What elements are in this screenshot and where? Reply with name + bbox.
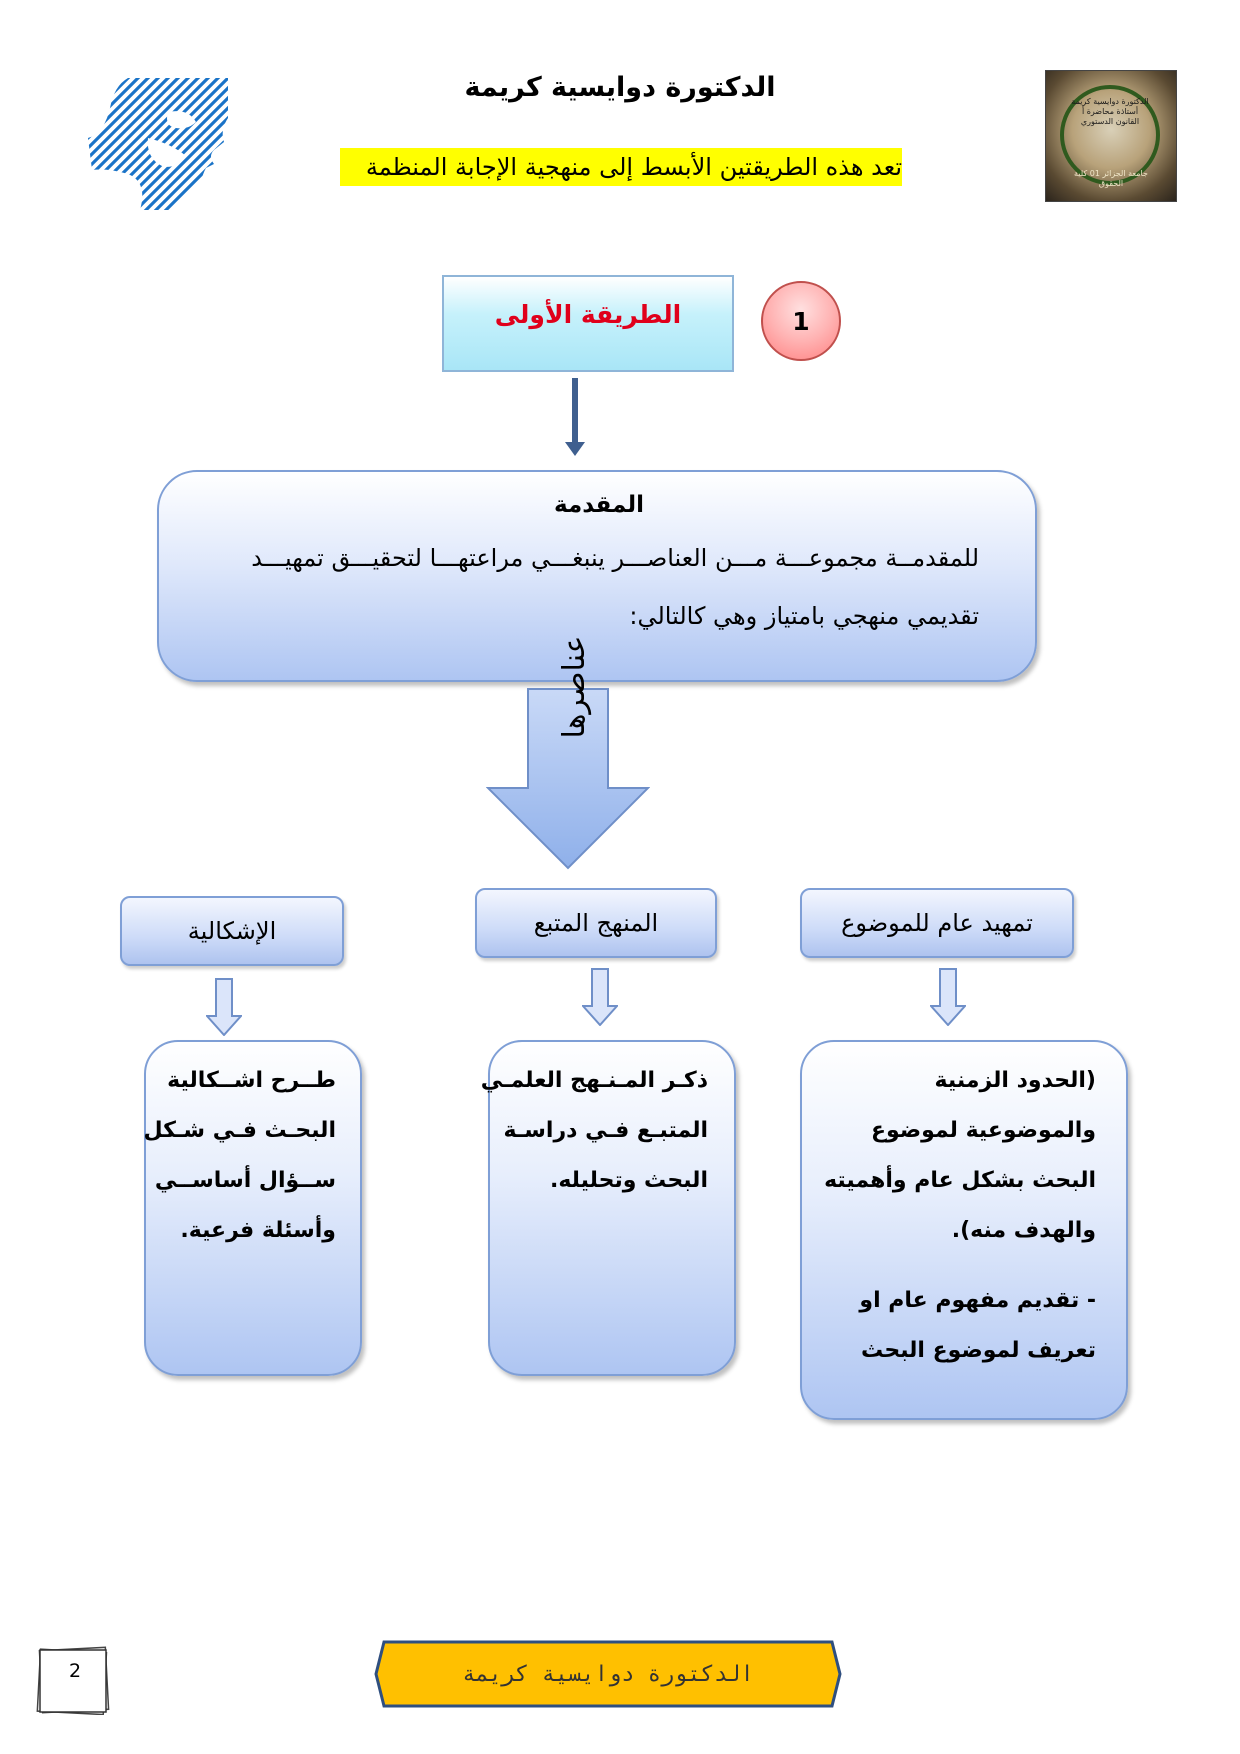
method-number-circle: 1 <box>761 281 841 361</box>
detail-line: والهدف منه). <box>952 1218 1096 1243</box>
subtitle-highlight: تعد هذه الطريقتين الأبسط إلى منهجية الإج… <box>340 148 902 186</box>
intro-title: المقدمة <box>159 492 1039 518</box>
detail-line: (الحدود الزمنية <box>935 1068 1096 1093</box>
detail-line: ذكـر المـنـهج العلمـي <box>481 1068 708 1093</box>
arrow-label: عناصرها <box>555 622 595 752</box>
bullet-line: تعريف لموضوع البحث <box>861 1338 1096 1363</box>
intro-line-1: للمقدمــة مجموعـــة مـــن العناصـــر ينب… <box>189 544 979 572</box>
category-general-intro: تمهيد عام للموضوع <box>800 888 1074 958</box>
badge-bottom-text: جامعة الجزائر 01 كلية الحقوق <box>1066 169 1156 189</box>
university-badge: الدكتورة دوايسية كريمة أستاذة محاضرة أ ا… <box>1045 70 1177 202</box>
intro-box: المقدمة للمقدمــة مجموعـــة مـــن العناص… <box>157 470 1037 682</box>
detail-problem: طــرح اشــكالية البحـث فـي شـكل ســؤال أ… <box>144 1040 362 1376</box>
detail-line: البحث بشكل عام وأهميته <box>824 1168 1096 1193</box>
detail-line: المتبـع فـي دراسـة <box>503 1118 708 1143</box>
head-profile-logo <box>88 78 228 210</box>
category-method: المنهج المتبع <box>475 888 717 958</box>
small-down-arrow-icon <box>582 968 618 1026</box>
footer-banner-text: الدكتورة دوايسية كريمة <box>374 1640 842 1708</box>
detail-line: وأسئلة فرعية. <box>180 1218 336 1243</box>
badge-text: الدكتورة دوايسية كريمة أستاذة محاضرة أ ا… <box>1070 97 1150 127</box>
detail-method: ذكـر المـنـهج العلمـي المتبـع فـي دراسـة… <box>488 1040 736 1376</box>
detail-general-intro: (الحدود الزمنية والموضوعية لموضوع البحث … <box>800 1040 1128 1420</box>
method-title: الطريقة الأولى <box>495 300 682 329</box>
detail-line: ســؤال أساســي <box>155 1168 336 1193</box>
down-arrow-icon <box>560 378 590 458</box>
bullet-line: - تقديم مفهوم عام او <box>859 1288 1096 1313</box>
category-problem: الإشكالية <box>120 896 344 966</box>
method-title-box: الطريقة الأولى <box>442 275 734 372</box>
detail-line: والموضوعية لموضوع <box>871 1118 1096 1143</box>
page-number: 2 <box>55 1660 95 1682</box>
small-down-arrow-icon <box>930 968 966 1026</box>
small-down-arrow-icon <box>206 978 242 1036</box>
detail-line: البحـث فـي شـكل <box>143 1118 336 1143</box>
detail-line: البحث وتحليله. <box>550 1168 708 1193</box>
detail-line: طــرح اشــكالية <box>167 1068 336 1093</box>
